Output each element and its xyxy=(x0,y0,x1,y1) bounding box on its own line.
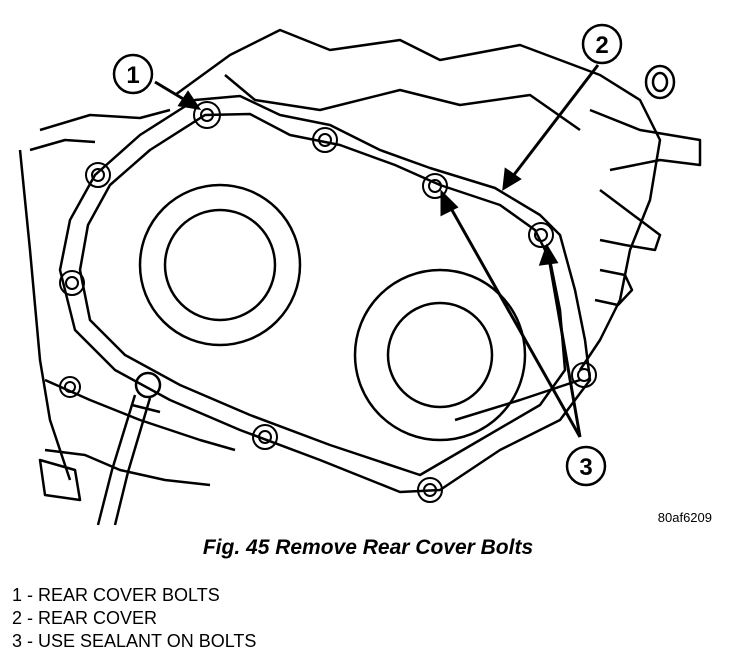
rear-cover xyxy=(58,94,592,494)
drawing-id: 80af6209 xyxy=(657,510,712,525)
bolt xyxy=(59,270,85,296)
cooler-line xyxy=(96,371,162,526)
bolt xyxy=(312,127,338,153)
callout-2-number: 2 xyxy=(595,32,608,59)
bolt xyxy=(193,101,221,129)
callout-3-number: 3 xyxy=(579,454,592,481)
callout-1-leader xyxy=(154,80,202,111)
bolt xyxy=(59,376,81,398)
legend-item: 2 - REAR COVER xyxy=(12,608,158,628)
legend-item: 3 - USE SEALANT ON BOLTS xyxy=(12,631,257,651)
callout-3: 3 xyxy=(565,445,607,487)
upper-bearing-bore xyxy=(138,183,302,347)
bolt xyxy=(571,362,597,388)
callout-3-leaders xyxy=(440,189,582,438)
figure-caption: Fig. 45 Remove Rear Cover Bolts xyxy=(202,536,534,559)
lower-bearing-bore xyxy=(353,268,527,442)
legend: 1 - REAR COVER BOLTS 2 - REAR COVER 3 - … xyxy=(12,584,256,653)
callout-1-number: 1 xyxy=(126,62,139,89)
bolt xyxy=(252,424,278,450)
callout-2: 2 xyxy=(581,23,623,65)
legend-item: 1 - REAR COVER BOLTS xyxy=(12,585,220,605)
transmission-case xyxy=(18,28,702,502)
cover-bolts xyxy=(59,101,597,503)
callout-2-leader xyxy=(502,64,600,191)
bolt xyxy=(528,222,554,248)
bolt xyxy=(422,173,448,199)
rear-cover-diagram: 1 2 3 xyxy=(18,23,702,526)
bolt xyxy=(417,477,443,503)
bolt xyxy=(85,162,111,188)
callout-1: 1 xyxy=(112,53,154,95)
